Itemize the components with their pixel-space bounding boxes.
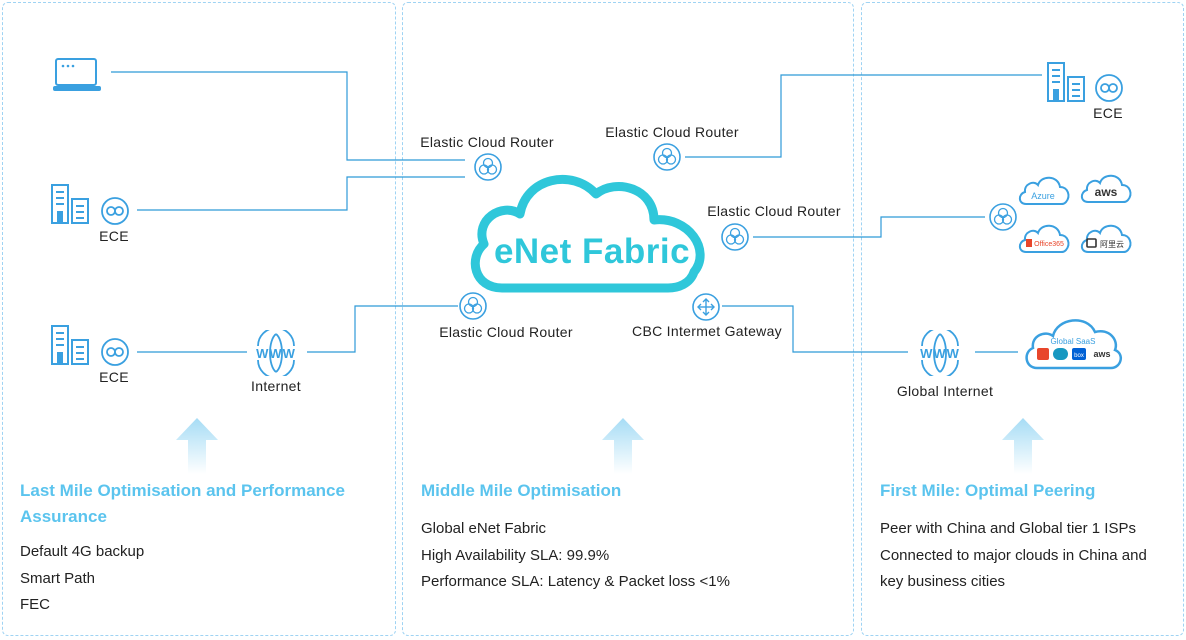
laptop-icon bbox=[53, 58, 101, 91]
connector-clouds bbox=[753, 216, 985, 238]
globe-www-icon: WWW bbox=[256, 330, 296, 376]
first-mile-items: Peer with China and Global tier 1 ISPs C… bbox=[880, 516, 1147, 596]
office365-cloud-icon: Office365 bbox=[1018, 224, 1070, 253]
connector-ece-right bbox=[685, 74, 1042, 158]
arrow-up-icon bbox=[176, 418, 218, 474]
ece-icon bbox=[101, 197, 129, 225]
building-icon bbox=[51, 325, 89, 365]
svg-text:aws: aws bbox=[1095, 185, 1118, 199]
middle-mile-panel bbox=[402, 2, 854, 636]
list-item: Smart Path bbox=[20, 569, 96, 587]
router-icon bbox=[989, 203, 1017, 231]
list-item: key business cities bbox=[880, 573, 1006, 590]
ece-icon bbox=[1095, 74, 1123, 102]
last-mile-items: Default 4G backup Smart Path FEC bbox=[20, 539, 144, 619]
connector-laptop bbox=[111, 71, 465, 161]
router-icon bbox=[653, 143, 681, 171]
svg-text:阿里云: 阿里云 bbox=[1100, 240, 1124, 249]
router-icon bbox=[474, 153, 502, 181]
ece-label: ECE bbox=[99, 369, 129, 385]
first-mile-panel bbox=[861, 2, 1184, 636]
svg-text:aws: aws bbox=[1093, 349, 1110, 359]
router-label-bottom-left: Elastic Cloud Router bbox=[439, 324, 573, 340]
gateway-icon bbox=[692, 293, 720, 321]
building-icon bbox=[51, 184, 89, 224]
svg-text:WWW: WWW bbox=[920, 346, 960, 361]
aws-cloud-icon: aws bbox=[1080, 174, 1132, 203]
connector-ece1 bbox=[137, 176, 465, 211]
ece-label: ECE bbox=[1093, 105, 1123, 121]
router-icon bbox=[721, 223, 749, 251]
last-mile-panel bbox=[2, 2, 396, 636]
connector-internet bbox=[307, 305, 458, 353]
ece-icon bbox=[101, 338, 129, 366]
router-label-top-right: Elastic Cloud Router bbox=[605, 124, 739, 140]
globe-www-icon: WWW bbox=[920, 330, 960, 376]
aliyun-cloud-icon: 阿里云 bbox=[1080, 224, 1132, 253]
router-label-right: Elastic Cloud Router bbox=[707, 203, 841, 219]
internet-label: Internet bbox=[251, 378, 301, 394]
svg-text:box: box bbox=[1074, 353, 1084, 359]
list-item: Default 4G backup bbox=[20, 543, 145, 560]
global-saas-cloud-icon: Global SaaS box aws bbox=[1025, 319, 1123, 370]
svg-text:Global SaaS: Global SaaS bbox=[1051, 337, 1096, 346]
gateway-label: CBC Intermet Gateway bbox=[632, 323, 782, 339]
list-item: High Availability SLA: 99.9% bbox=[421, 546, 610, 564]
enet-fabric-title: eNet Fabric bbox=[493, 232, 691, 271]
middle-mile-heading: Middle Mile Optimisation bbox=[421, 481, 622, 500]
svg-text:Azure: Azure bbox=[1031, 191, 1055, 201]
first-mile-heading: First Mile: Optimal Peering bbox=[880, 481, 1096, 500]
list-item: Connected to major clouds in China and bbox=[880, 546, 1147, 564]
router-icon bbox=[459, 292, 487, 320]
list-item: Performance SLA: Latency & Packet loss <… bbox=[421, 573, 730, 590]
list-item: FEC bbox=[20, 596, 50, 613]
azure-cloud-icon: Azure bbox=[1018, 176, 1070, 205]
last-mile-heading: Last Mile Optimisation and Performance A… bbox=[20, 481, 345, 526]
arrow-up-icon bbox=[602, 418, 644, 474]
list-item: Peer with China and Global tier 1 ISPs bbox=[880, 520, 1136, 537]
list-item: Global eNet Fabric bbox=[421, 520, 547, 537]
arrow-up-icon bbox=[1002, 418, 1044, 474]
svg-text:Office365: Office365 bbox=[1034, 241, 1064, 248]
svg-text:WWW: WWW bbox=[256, 346, 296, 361]
building-icon bbox=[1047, 62, 1085, 102]
enet-fabric-cloud-icon bbox=[470, 174, 705, 293]
middle-mile-items: Global eNet Fabric High Availability SLA… bbox=[421, 516, 730, 596]
global-internet-label: Global Internet bbox=[896, 383, 994, 399]
connector-gateway bbox=[722, 305, 908, 353]
router-label-top-left: Elastic Cloud Router bbox=[420, 134, 554, 150]
ece-label: ECE bbox=[99, 228, 129, 244]
